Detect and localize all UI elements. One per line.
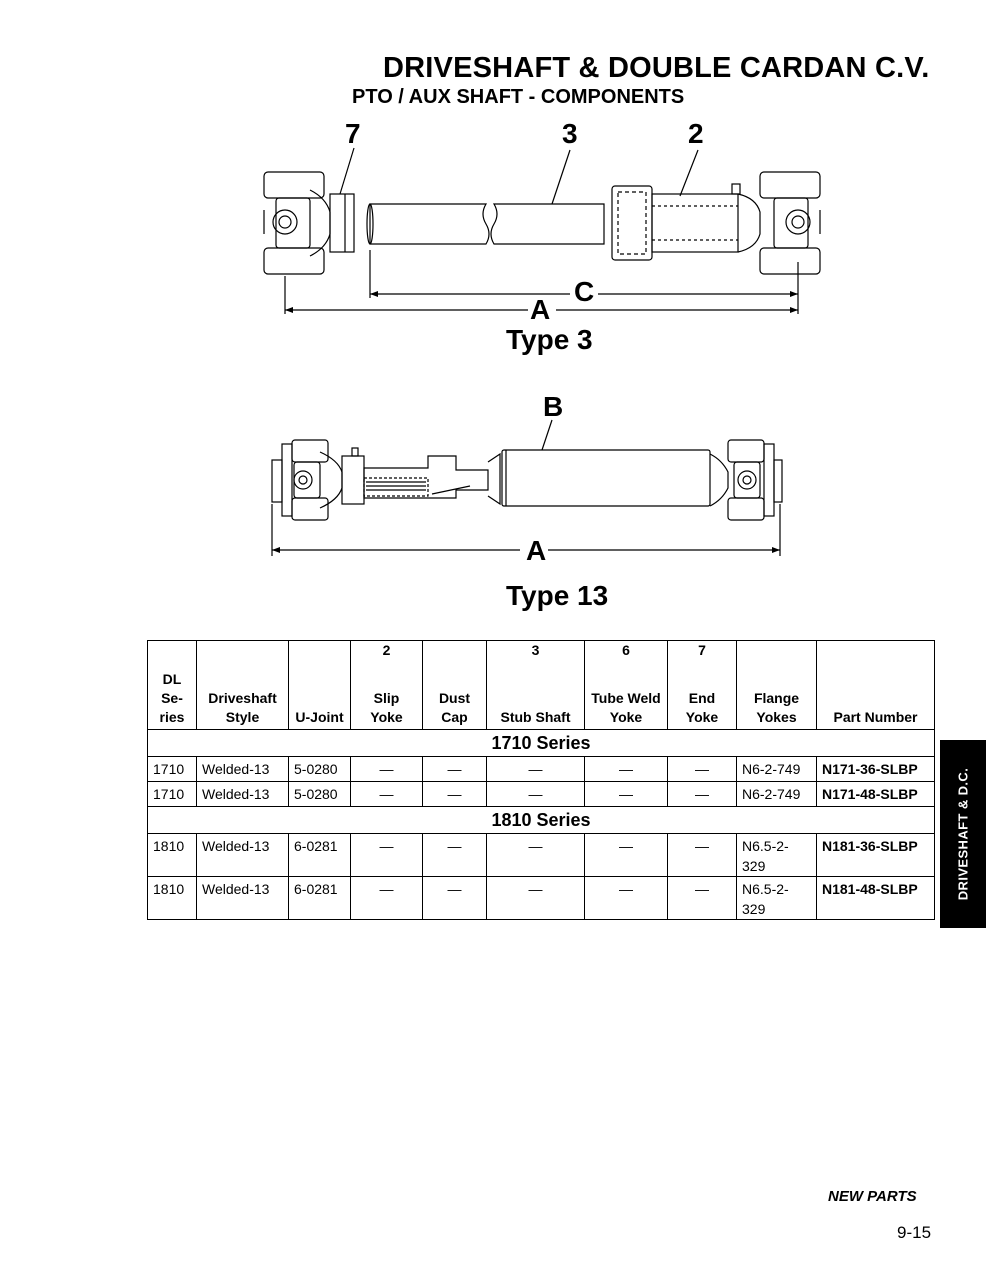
new-parts-label: NEW PARTS	[828, 1188, 917, 1205]
cell-u-joint: 6-0281	[288, 833, 351, 877]
page-title: DRIVESHAFT & DOUBLE CARDAN C.V.	[383, 52, 930, 84]
cell-style: Welded-13	[196, 756, 289, 782]
cell-flange-yokes: N6-2-749	[736, 781, 817, 807]
cell-slip-yoke: —	[350, 833, 423, 877]
type13-left-flange	[271, 439, 365, 521]
cell-series: 1710	[147, 756, 197, 782]
callout-2: 2	[688, 118, 704, 149]
cell-dust-cap: —	[422, 781, 487, 807]
cell-tube-weld-yoke: —	[584, 781, 668, 807]
page-subtitle: PTO / AUX SHAFT - COMPONENTS	[352, 86, 685, 108]
cell-slip-yoke: —	[350, 756, 423, 782]
cell-u-joint: 6-0281	[288, 876, 351, 920]
cell-stub-shaft: —	[486, 876, 585, 920]
callout-7: 7	[345, 118, 361, 149]
cell-end-yoke: —	[667, 781, 737, 807]
cell-series: 1810	[147, 876, 197, 920]
table-row: 1710 Welded-13 5-0280 — — — — — N6-2-749…	[147, 781, 935, 807]
cell-u-joint: 5-0280	[288, 781, 351, 807]
cell-slip-yoke: —	[350, 876, 423, 920]
table-row: 1710 Welded-13 5-0280 — — — — — N6-2-749…	[147, 756, 935, 782]
type13-right-flange	[709, 439, 783, 521]
cell-stub-shaft: —	[486, 833, 585, 877]
cell-part-number: N181-48-SLBP	[816, 876, 935, 920]
cell-stub-shaft: —	[486, 756, 585, 782]
type3-left-yoke	[263, 171, 355, 275]
cell-style: Welded-13	[196, 876, 289, 920]
type3-label: Type 3	[506, 324, 593, 355]
header-u-joint: U-Joint	[288, 640, 351, 730]
cell-flange-yokes: N6-2-749	[736, 756, 817, 782]
header-driveshaft-style: Driveshaft Style	[196, 640, 289, 730]
cell-end-yoke: —	[667, 876, 737, 920]
header-part-number: Part Number	[816, 640, 935, 730]
cell-end-yoke: —	[667, 756, 737, 782]
cell-dust-cap: —	[422, 756, 487, 782]
callout-3: 3	[562, 118, 578, 149]
header-flange-yokes: Flange Yokes	[736, 640, 817, 730]
cell-series: 1710	[147, 781, 197, 807]
section-row-1710: 1710 Series	[147, 729, 935, 757]
cell-part-number: N181-36-SLBP	[816, 833, 935, 877]
cell-style: Welded-13	[196, 833, 289, 877]
type13-slip-section	[363, 452, 501, 506]
type13-tube	[501, 449, 711, 507]
callout-b: B	[543, 391, 564, 422]
cell-flange-yokes: N6.5-2-329	[736, 833, 817, 877]
cell-u-joint: 5-0280	[288, 756, 351, 782]
cell-end-yoke: —	[667, 833, 737, 877]
cell-tube-weld-yoke: —	[584, 833, 668, 877]
table-row: 1810 Welded-13 6-0281 — — — — — N6.5-2-3…	[147, 876, 935, 920]
cell-series: 1810	[147, 833, 197, 877]
cell-part-number: N171-36-SLBP	[816, 756, 935, 782]
cell-dust-cap: —	[422, 833, 487, 877]
cell-flange-yokes: N6.5-2-329	[736, 876, 817, 920]
callout-a-type3: A	[530, 294, 551, 325]
cell-tube-weld-yoke: —	[584, 876, 668, 920]
side-tab-label: DRIVESHAFT & D.C.	[955, 767, 971, 901]
callout-a-type13: A	[526, 535, 547, 566]
section-title: 1810 Series	[147, 806, 935, 834]
cell-tube-weld-yoke: —	[584, 756, 668, 782]
page-number: 9-15	[897, 1223, 932, 1242]
table-row: 1810 Welded-13 6-0281 — — — — — N6.5-2-3…	[147, 833, 935, 877]
driveshaft-diagram	[263, 147, 821, 556]
cell-part-number: N171-48-SLBP	[816, 781, 935, 807]
header-dl-series: DL Se- ries	[147, 640, 197, 730]
cell-slip-yoke: —	[350, 781, 423, 807]
header-dust-cap: Dust Cap	[422, 640, 487, 730]
type3-tube	[366, 203, 605, 245]
type3-slip-yoke	[611, 171, 821, 275]
cell-dust-cap: —	[422, 876, 487, 920]
section-row-1810: 1810 Series	[147, 806, 935, 834]
section-title: 1710 Series	[147, 729, 935, 757]
cell-stub-shaft: —	[486, 781, 585, 807]
section-side-tab: DRIVESHAFT & D.C.	[940, 740, 986, 928]
callout-c: C	[574, 276, 595, 307]
cell-style: Welded-13	[196, 781, 289, 807]
type13-label: Type 13	[506, 580, 609, 611]
